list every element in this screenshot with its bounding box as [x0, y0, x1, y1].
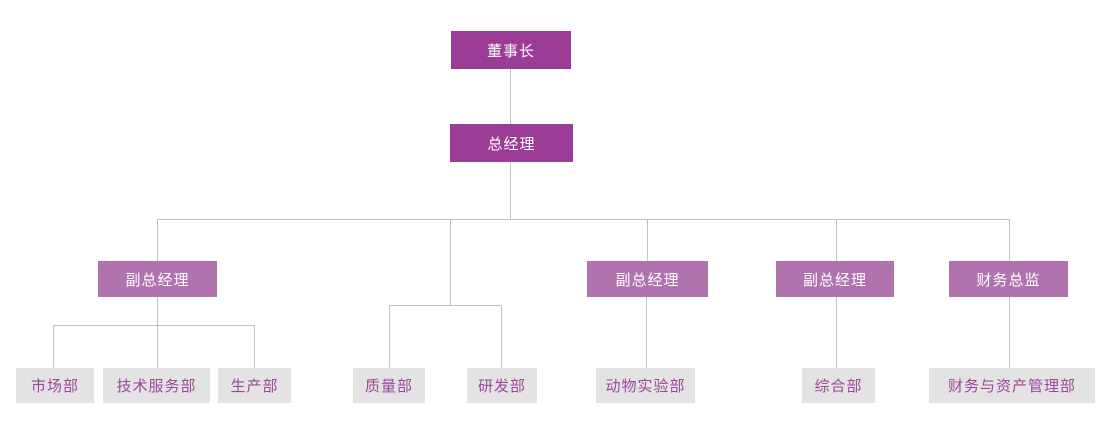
- org-node-production-dept: 生产部: [218, 368, 291, 403]
- connector-line: [157, 325, 158, 368]
- org-node-general-manager: 总经理: [450, 124, 573, 162]
- org-node-marketing-dept: 市场部: [16, 368, 94, 403]
- connector-line: [53, 325, 255, 326]
- connector-line: [647, 219, 648, 261]
- connector-line: [1009, 297, 1010, 368]
- connector-line: [254, 325, 255, 368]
- connector-line: [510, 69, 511, 124]
- connector-line: [157, 297, 158, 325]
- org-node-animal-lab-dept: 动物实验部: [596, 368, 695, 403]
- connector-line: [501, 305, 502, 368]
- connector-line: [389, 305, 390, 368]
- connector-line: [836, 297, 837, 368]
- org-node-chairman: 董事长: [451, 31, 571, 69]
- connector-line: [646, 297, 647, 368]
- connector-line: [157, 219, 158, 261]
- connector-line: [1009, 219, 1010, 261]
- connector-line: [836, 219, 837, 261]
- org-node-quality-dept: 质量部: [353, 368, 425, 403]
- connector-line: [389, 305, 501, 306]
- org-node-vp1: 副总经理: [98, 261, 217, 297]
- connector-line: [510, 162, 511, 219]
- org-node-finance-asset-dept: 财务与资产管理部: [929, 368, 1095, 403]
- org-node-vp2: 副总经理: [587, 261, 708, 297]
- org-node-rd-dept: 研发部: [467, 368, 537, 403]
- org-node-finance-director: 财务总监: [949, 261, 1068, 297]
- org-node-tech-service-dept: 技术服务部: [103, 368, 210, 403]
- org-node-general-affairs-dept: 综合部: [802, 368, 875, 403]
- connector-line: [53, 325, 54, 368]
- connector-line: [450, 219, 451, 305]
- org-node-vp3: 副总经理: [776, 261, 894, 297]
- connector-line: [157, 219, 1010, 220]
